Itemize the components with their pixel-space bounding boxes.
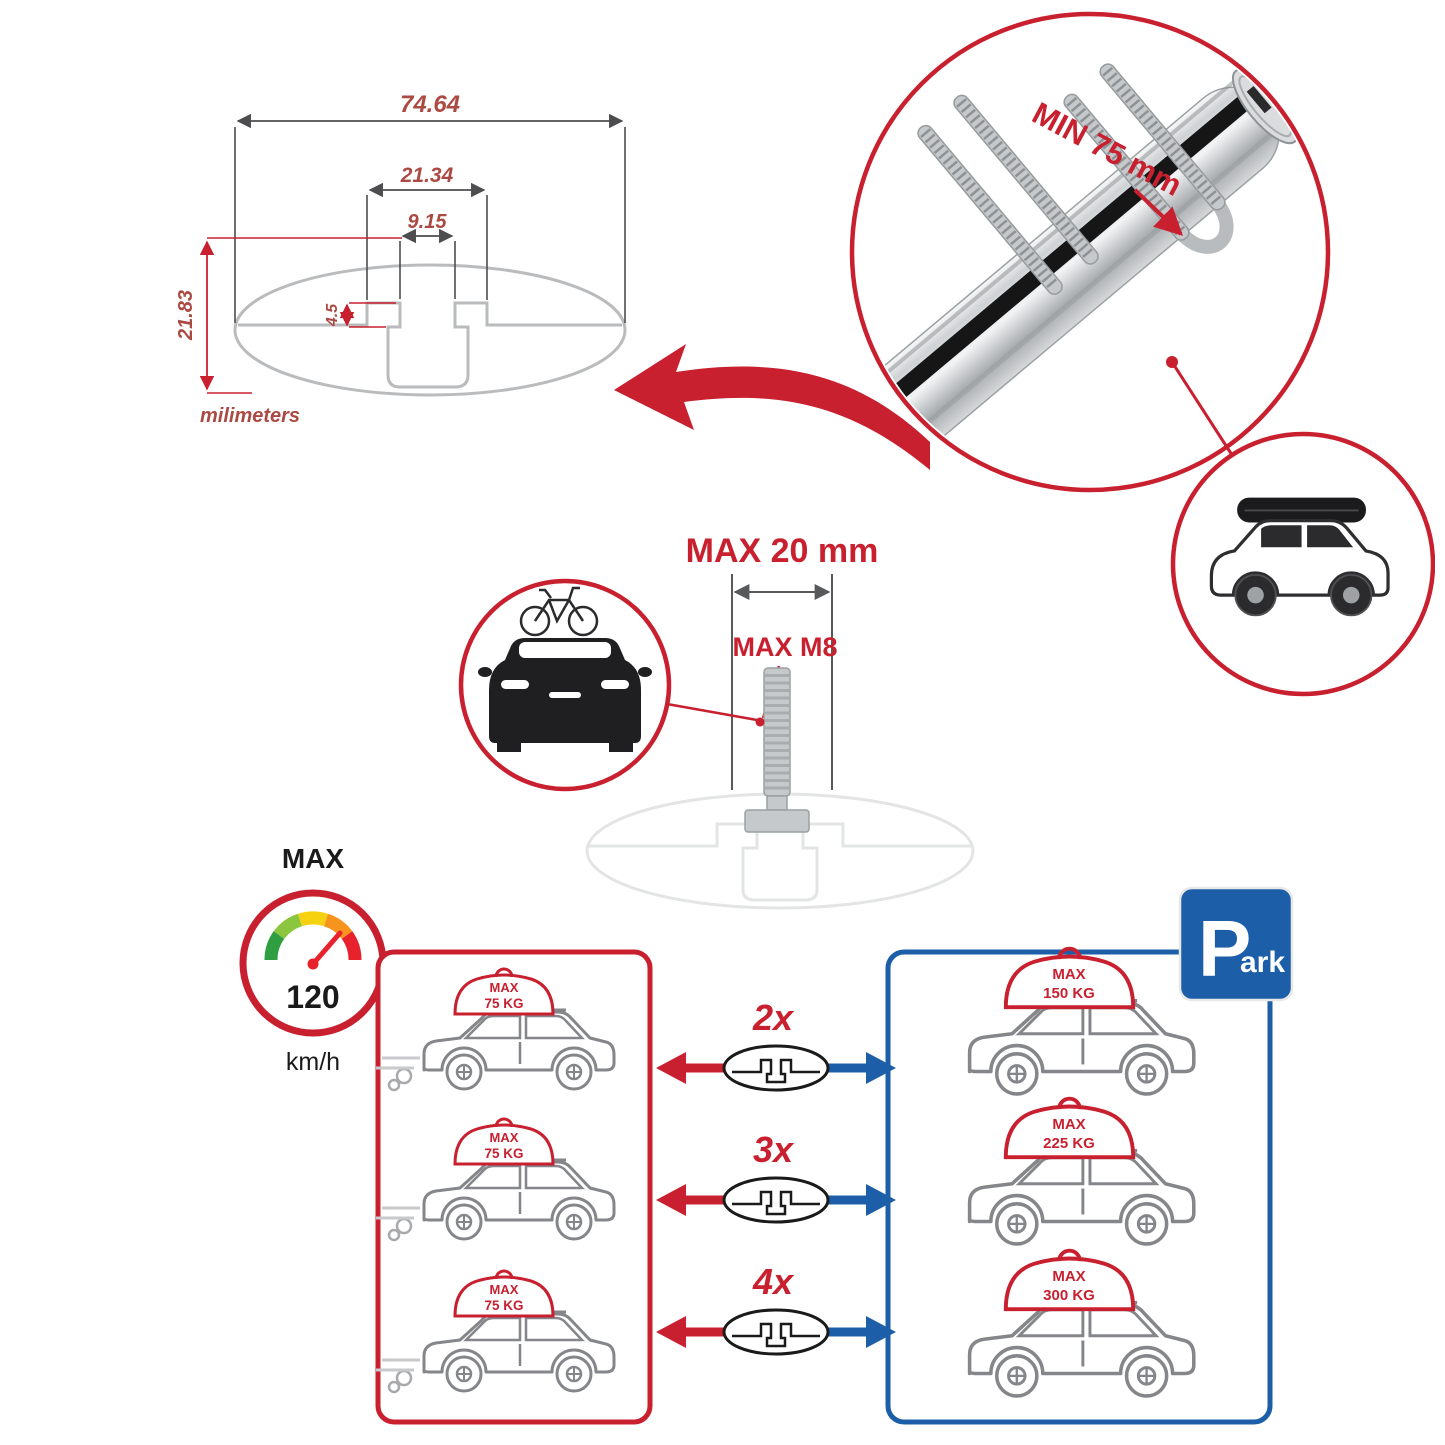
profile-t-channel [238,301,622,389]
driving-car-row: MAX 75 KG [374,967,616,1092]
parked-car-row: MAX 150 KG [967,946,1196,1096]
units-label: milimeters [200,405,300,427]
red-arrow-icon [614,344,930,470]
cargo-weight-label: 225 KG [1043,1135,1095,1152]
cargo-max-label: MAX [490,980,519,995]
dim-height-total-label: 21.83 [175,290,197,341]
parked-car-row: MAX 225 KG [967,1096,1196,1246]
circle-leader-line [666,702,758,722]
gauge-needle [310,930,343,967]
max-width-label: MAX 20 mm [686,532,879,570]
speed-value: 120 [286,979,339,1015]
dim-width-slot: 9.15 [399,211,456,299]
cargo-weight-label: 150 KG [1043,985,1095,1002]
t-bolt [744,667,810,833]
cargo-weight-label: 75 KG [484,1146,523,1161]
dim-width-outer-label: 74.64 [400,91,460,118]
car-front-icon [478,638,652,752]
double-arrow-crossbar-icon [654,1176,898,1224]
cargo-max-label: MAX [1052,1268,1085,1285]
dim-width-outer: 74.64 [234,91,626,323]
dim-width-slot-label: 9.15 [408,211,448,233]
cargo-weight-label: 300 KG [1043,1287,1095,1304]
callout-dot [755,717,765,727]
bar-closeup: MIN 75 mm [849,11,1435,697]
cargo-max-label: MAX [1052,1116,1085,1133]
multiplier-label: 2x [752,997,795,1038]
dim-height-step: 4.5 [324,302,396,328]
multiplier-label: 4x [752,1261,795,1302]
max-thread-label: MAX M8 [732,632,837,662]
bicycle-icon [519,586,599,637]
dim-height-total: 21.83 [175,237,402,394]
dim-height-step-label: 4.5 [324,303,341,327]
dim-width-hat: 21.34 [366,164,488,300]
capacity-section: MAX 120 km/h MAX 75 KG MAX [239,843,1294,1425]
crossbar-quantity-row: 3x [654,1129,898,1224]
cargo-max-label: MAX [490,1282,519,1297]
callout-line [1170,361,1234,456]
speedometer-icon: 120 [239,889,387,1037]
speed-unit: km/h [286,1048,340,1076]
profile-ellipse [233,263,627,397]
park-sign-rest: ark [1240,946,1285,979]
aluminum-crossbar [856,63,1299,486]
double-arrow-crossbar-icon [654,1308,898,1356]
dim-width-hat-label: 21.34 [400,164,454,187]
swoosh-arrow [614,344,930,470]
cargo-max-label: MAX [490,1130,519,1145]
park-sign-letter: P [1198,904,1251,993]
crossbar-quantity-row: 2x [654,997,898,1092]
cargo-max-label: MAX [1052,966,1085,983]
parked-car-row: MAX 300 KG [967,1248,1196,1398]
u-bolt-clamp [917,94,1099,295]
driving-car-row: MAX 75 KG [374,1117,616,1242]
speed-max-label: MAX [282,843,345,874]
driving-car-row: MAX 75 KG [374,1269,616,1394]
cargo-weight-label: 75 KG [484,1298,523,1313]
min-clamp-arrow [1133,188,1184,236]
park-sign: P ark [1178,886,1294,1002]
double-arrow-crossbar-icon [654,1044,898,1092]
u-bolt-clamp [1063,63,1234,254]
bolt-detail: MAX 20 mm MAX M8 [458,532,975,910]
dim-bolt-width [731,574,833,790]
suv-with-roofbox-icon [1209,497,1390,617]
crossbar-quantity-row: 4x [654,1261,898,1356]
multiplier-label: 3x [753,1129,795,1170]
cross-section-diagram: 74.64 21.34 9.15 4.5 21.83 milimeters [175,91,627,427]
cargo-weight-label: 75 KG [484,996,523,1011]
